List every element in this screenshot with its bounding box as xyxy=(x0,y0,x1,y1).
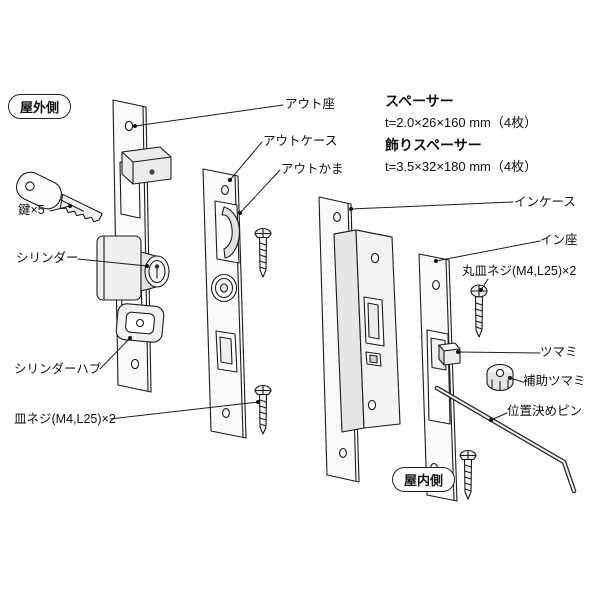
cylinder-hub-art xyxy=(115,303,165,343)
positioning-pin-art xyxy=(434,385,577,494)
latch-head-art xyxy=(121,146,172,185)
label-key: 鍵×5 xyxy=(18,203,45,217)
cylinder-art xyxy=(96,235,170,301)
label-in-case: インケース xyxy=(514,195,576,209)
indoor-side-badge: 屋内側 xyxy=(392,467,456,492)
spacer-size: t=2.0×26×160 mm（4枚） xyxy=(385,115,538,130)
decorative-spacer-title: 飾りスペーサー xyxy=(385,137,482,153)
decorative-spacer-size: t=3.5×32×180 mm（4枚） xyxy=(385,159,538,174)
knob-art xyxy=(438,342,461,366)
label-positioning-pin: 位置決めピン xyxy=(507,404,583,418)
label-knob: ツマミ xyxy=(540,345,578,359)
spacer-title: スペーサー xyxy=(385,93,454,109)
label-aux-knob: 補助ツマミ xyxy=(523,374,586,388)
case-body-art xyxy=(333,229,401,433)
label-flat-screw: 皿ネジ(M4,L25)×2 xyxy=(14,412,116,426)
label-out-case: アウトケース xyxy=(263,134,338,148)
label-cylinder: シリンダー xyxy=(16,251,79,265)
round-screw-art xyxy=(470,284,488,338)
label-round-flat-screw: 丸皿ネジ(M4,L25)×2 xyxy=(462,264,577,278)
key-art xyxy=(15,171,103,223)
label-cylinder-hub: シリンダーハブ xyxy=(14,362,102,376)
label-out-seat: アウト座 xyxy=(285,97,336,111)
leader-lines xyxy=(49,104,541,422)
aux-knob-art xyxy=(486,363,514,392)
out-case-plate-art xyxy=(202,168,247,439)
spacer-spec-box: スペーサー t=2.0×26×160 mm（4枚） 飾りスペーサー t=3.5×… xyxy=(385,90,537,178)
outdoor-side-badge: 屋外側 xyxy=(8,94,72,119)
bottom-screw-art xyxy=(459,449,477,500)
label-in-seat: イン座 xyxy=(540,233,578,247)
label-out-kama: アウトかま xyxy=(281,162,344,176)
in-seat-plate-art xyxy=(418,253,458,502)
